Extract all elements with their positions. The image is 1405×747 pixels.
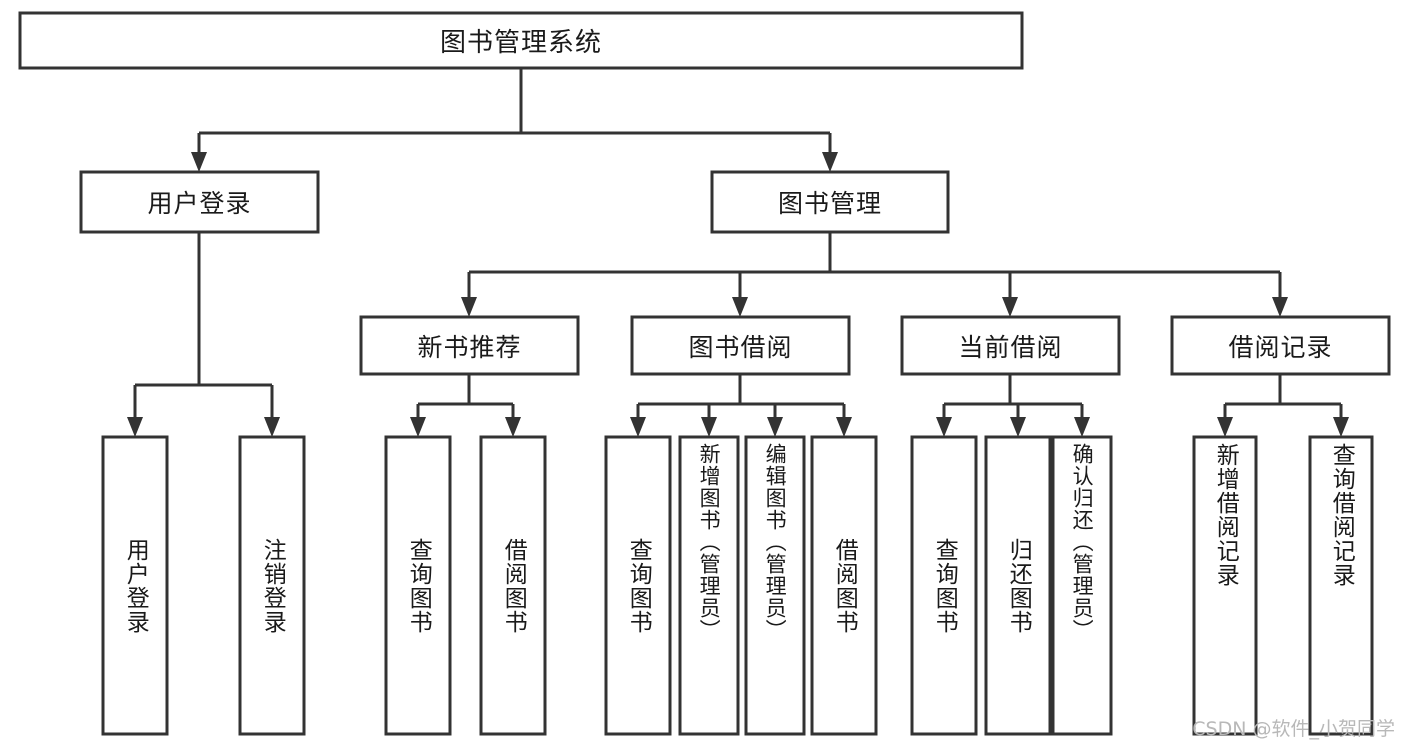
- group-1-branch-0-head: [410, 417, 426, 437]
- node-box-leaf-logout[interactable]: [238, 435, 306, 736]
- node-box-root[interactable]: [18, 11, 1024, 70]
- group-4-branch-1-head: [1333, 417, 1349, 437]
- group-2-branch-1-head: [701, 417, 717, 437]
- group-3-branch-2-head: [1074, 417, 1090, 437]
- root-branch-1-head: [822, 152, 838, 172]
- mgmt-branch-2-head: [1002, 297, 1018, 317]
- node-box-book-borrow[interactable]: [630, 315, 851, 376]
- node-box-leaf-add-book-admin[interactable]: [678, 435, 740, 736]
- node-box-leaf-edit-book-admin[interactable]: [744, 435, 806, 736]
- group-4-branch-0-head: [1217, 417, 1233, 437]
- mgmt-branch-0-head: [461, 297, 477, 317]
- node-box-leaf-borrow-books-recommend[interactable]: [479, 435, 547, 736]
- node-box-leaf-query-books-current[interactable]: [910, 435, 978, 736]
- group-2-branch-3-head: [836, 417, 852, 437]
- group-2-branch-2-head: [767, 417, 783, 437]
- node-box-leaf-user-login[interactable]: [101, 435, 169, 736]
- node-box-leaf-query-books-borrow[interactable]: [604, 435, 672, 736]
- node-box-leaf-borrow-books-borrow[interactable]: [810, 435, 878, 736]
- node-box-leaf-query-books-recommend[interactable]: [384, 435, 452, 736]
- mgmt-branch-3-head: [1272, 297, 1288, 317]
- group-1-branch-1-head: [505, 417, 521, 437]
- node-box-leaf-return-books[interactable]: [984, 435, 1052, 736]
- node-box-current-borrow[interactable]: [900, 315, 1121, 376]
- node-box-leaf-query-borrow-record[interactable]: [1308, 435, 1374, 736]
- node-box-leaf-add-borrow-record[interactable]: [1192, 435, 1258, 736]
- mgmt-branch-1-head: [732, 297, 748, 317]
- group-3-branch-1-head: [1010, 417, 1026, 437]
- node-box-leaf-confirm-return-admin[interactable]: [1051, 435, 1113, 736]
- node-box-user-login-module[interactable]: [79, 170, 320, 234]
- group-2-branch-0-head: [630, 417, 646, 437]
- group-0-branch-0-head: [127, 417, 143, 437]
- node-box-borrow-record[interactable]: [1170, 315, 1391, 376]
- group-3-branch-0-head: [936, 417, 952, 437]
- root-branch-0-head: [191, 152, 207, 172]
- node-box-book-management-module[interactable]: [710, 170, 950, 234]
- group-0-branch-1-head: [264, 417, 280, 437]
- node-box-new-book-recommend[interactable]: [359, 315, 580, 376]
